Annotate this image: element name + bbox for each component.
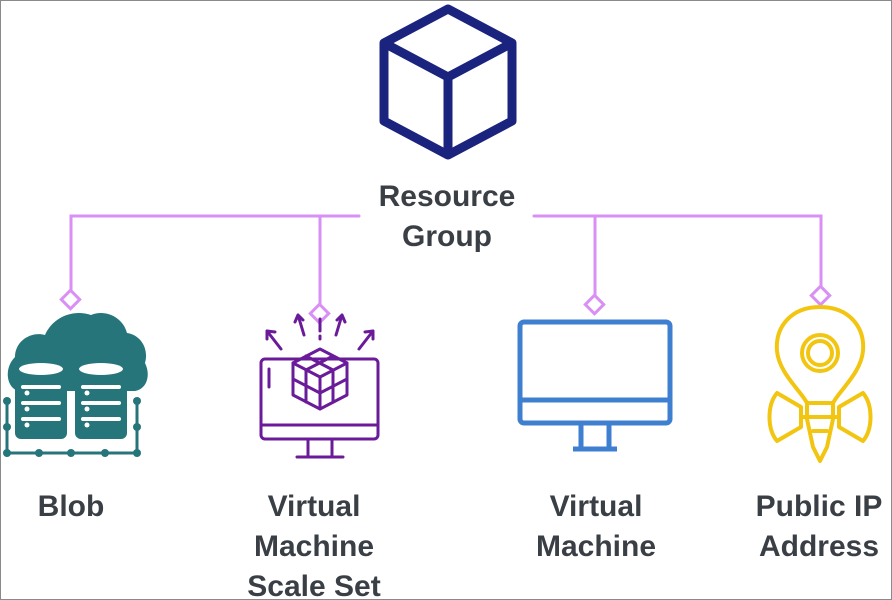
connector-diamond-vmss [308,302,331,325]
public-ip-address-label: Public IP Address [755,490,883,563]
virtual-machine-label: Virtual Machine [535,490,657,563]
monitor-icon [517,319,673,452]
cube-icon [379,4,517,160]
ip-address-icon [767,305,873,463]
blob-label: Blob [37,490,105,523]
connectors [59,214,832,325]
connector-diamond-vm [583,293,606,316]
connector-diamond-pip [809,284,832,307]
scale-set-monitor-icon [259,313,380,459]
connector-line-left [69,214,361,295]
connector-line-right [532,214,823,290]
connector-diamond-blob [59,288,82,311]
cloud-storage-icon [3,313,148,457]
vm-scale-set-label: Virtual Machine Scale Set [247,490,381,600]
resource-group-label: Resource Group [378,180,516,253]
